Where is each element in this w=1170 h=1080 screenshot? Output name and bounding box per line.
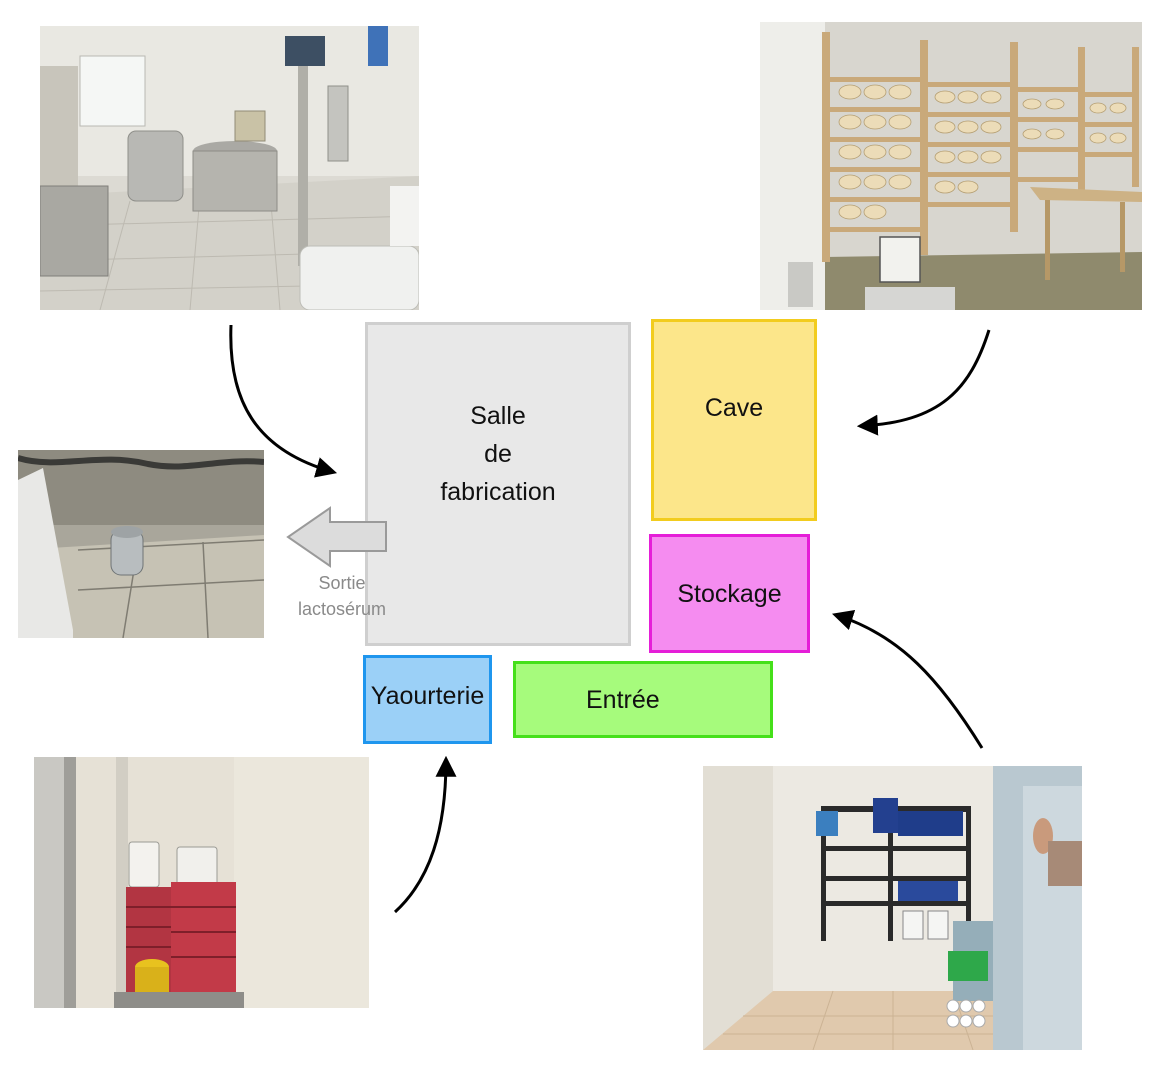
outlet-caption-line-1: Sortie [318, 573, 366, 593]
arrow-to-yaourterie [393, 755, 457, 914]
room-yaourterie: Yaourterie [363, 655, 492, 744]
arrow-to-cave [856, 329, 991, 436]
outlet-caption: Sortie lactosérum [282, 570, 402, 622]
photo-cave [760, 22, 1142, 310]
salle-label-line-1: Salle [470, 402, 526, 430]
arrow-to-salle [229, 324, 338, 478]
arrow-to-stockage [831, 609, 984, 749]
outlet-arrow [286, 506, 387, 568]
room-entree: Entrée [513, 661, 773, 738]
photo-yaourterie [34, 757, 369, 1008]
room-cave: Cave [651, 319, 817, 521]
salle-label-line-2: de [484, 440, 512, 468]
outlet-caption-line-2: lactosérum [297, 599, 387, 619]
cave-label: Cave [704, 394, 764, 422]
photo-sortie-lactoserum [18, 450, 264, 638]
room-salle-de-fabrication: Salle de fabrication [365, 322, 631, 646]
entree-label: Entrée [586, 685, 660, 714]
room-stockage: Stockage [649, 534, 810, 653]
photo-salle-fabrication [40, 26, 419, 310]
stockage-label: Stockage [677, 579, 782, 608]
photo-stockage [703, 766, 1082, 1050]
yaourterie-label: Yaourterie [370, 681, 485, 710]
salle-label-line-3: fabrication [440, 478, 556, 506]
